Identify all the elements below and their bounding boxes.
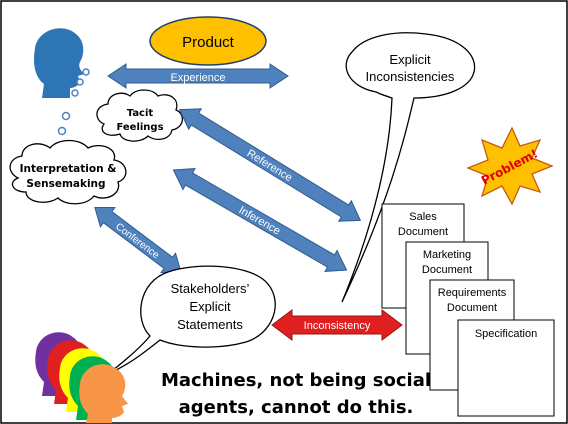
inconsistency-arrow: [271, 309, 403, 341]
thinking-head-icon: [34, 28, 84, 99]
stakeholders-line1: Stakeholders’: [171, 281, 250, 296]
experience-arrow: [107, 63, 289, 89]
tacit-feelings-label-line2: Feelings: [116, 122, 163, 133]
interpretation-cloud: [9, 139, 127, 205]
explicit-inconsistencies-line1: Explicit: [389, 52, 431, 67]
specification-document: [457, 319, 555, 417]
product-ellipse: [149, 16, 267, 66]
explicit-inconsistencies-line2: Inconsistencies: [366, 69, 455, 84]
head-orange: [79, 364, 128, 423]
stakeholders-line2: Explicit: [189, 299, 231, 314]
explicit-inconsistencies-bubble: [341, 32, 476, 303]
sales-document-line1: Sales: [409, 211, 437, 223]
documents-stack: Sales Document Marketing Document Requir…: [381, 203, 555, 417]
stakeholder-heads-icon: [35, 332, 128, 423]
tacit-feelings-label-line1: Tacit: [127, 108, 154, 119]
interpretation-label-line2: Sensemaking: [26, 178, 105, 190]
tacit-feelings-cloud: [96, 89, 183, 142]
sales-document-line2: Document: [398, 226, 448, 238]
caption-line2: agents, cannot do this.: [179, 397, 414, 418]
problem-burst-icon: [466, 126, 554, 206]
requirements-document-line1: Requirements: [438, 287, 507, 299]
thought-bubbles: [57, 68, 90, 136]
caption-line1: Machines, not being social: [161, 370, 431, 391]
product-label: Product: [182, 34, 235, 51]
stakeholders-line3: Statements: [177, 317, 243, 332]
interpretation-label-line1: Interpretation &: [20, 163, 117, 175]
inconsistency-arrow-label: Inconsistency: [304, 320, 371, 332]
requirements-document-line2: Document: [447, 302, 497, 314]
marketing-document-line1: Marketing: [423, 249, 471, 261]
specification-document-label: Specification: [475, 328, 537, 340]
marketing-document-line2: Document: [422, 264, 472, 276]
experience-arrow-label: Experience: [170, 72, 225, 84]
